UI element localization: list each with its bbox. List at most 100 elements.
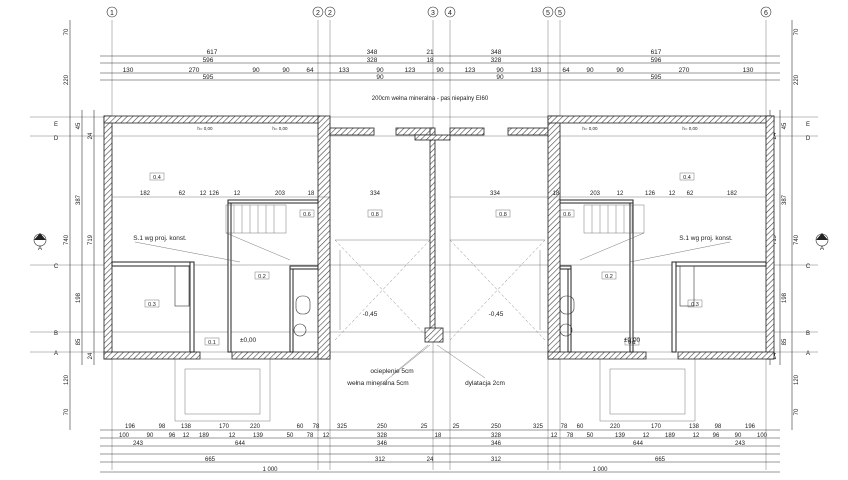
svg-text:100: 100: [119, 433, 130, 439]
axis-label: 6: [764, 10, 768, 17]
svg-text:96: 96: [713, 433, 720, 439]
svg-text:138: 138: [181, 424, 192, 430]
svg-text:A: A: [54, 351, 58, 357]
svg-text:617: 617: [207, 49, 218, 56]
svg-text:90: 90: [376, 67, 384, 74]
svg-text:0.8: 0.8: [371, 212, 379, 218]
svg-text:A: A: [38, 246, 42, 252]
svg-text:24: 24: [88, 132, 94, 139]
svg-text:12: 12: [693, 433, 700, 439]
svg-text:123: 123: [465, 67, 476, 74]
svg-text:644: 644: [235, 441, 246, 447]
annotations: S.1 wg proj. konst. S.1 wg proj. konst. …: [133, 126, 733, 344]
svg-text:12: 12: [643, 433, 650, 439]
svg-text:250: 250: [491, 424, 502, 430]
svg-text:595: 595: [203, 74, 214, 81]
cabinet-icon: [679, 265, 695, 307]
svg-text:196: 196: [125, 424, 136, 430]
axis-label: 5: [558, 10, 562, 17]
svg-text:wełna mineralna 5cm: wełna mineralna 5cm: [346, 380, 408, 387]
svg-text:250: 250: [377, 424, 388, 430]
svg-text:18: 18: [426, 57, 434, 64]
svg-text:60: 60: [577, 424, 584, 430]
dimensions-bottom: 196 98 138 170 220 60 78 325 250 25 25 2…: [100, 424, 780, 473]
svg-text:85: 85: [76, 338, 82, 345]
svg-text:0.4: 0.4: [683, 175, 691, 181]
svg-text:203: 203: [275, 191, 286, 197]
toilet-icon: [559, 295, 575, 315]
axis-label: 5: [546, 10, 550, 17]
svg-text:130: 130: [743, 67, 754, 74]
svg-text:90: 90: [282, 67, 290, 74]
svg-text:387: 387: [782, 194, 788, 205]
svg-text:0.6: 0.6: [563, 212, 571, 218]
svg-text:0.1: 0.1: [628, 340, 636, 346]
svg-text:90: 90: [252, 67, 260, 74]
svg-text:B: B: [806, 331, 810, 337]
svg-text:312: 312: [375, 457, 386, 463]
svg-text:665: 665: [205, 457, 216, 463]
svg-text:24: 24: [772, 132, 778, 139]
garage-floor-lines: [334, 239, 546, 341]
svg-text:0.8: 0.8: [499, 212, 507, 218]
svg-text:90: 90: [735, 433, 742, 439]
svg-text:70: 70: [794, 28, 800, 35]
dimensions-right: 70 220 45 24 387 740 719 198 85 24 120 7…: [769, 20, 800, 430]
svg-text:346: 346: [377, 441, 388, 447]
svg-text:133: 133: [531, 67, 542, 74]
svg-text:24: 24: [88, 352, 94, 359]
room-tags: 0.4 0.3 0.1 0.2 0.6 0.8 0.8 0.6 0.4 0.3 …: [144, 172, 703, 346]
svg-text:719: 719: [88, 234, 94, 245]
svg-text:D: D: [54, 136, 59, 142]
svg-text:-0,45: -0,45: [363, 311, 378, 318]
svg-text:120: 120: [794, 374, 800, 385]
construction-lines: [30, 20, 818, 470]
interior-dimensions: 182 62 12 126 12 203 18 334 334 18 203 1…: [112, 191, 766, 198]
svg-text:644: 644: [633, 441, 644, 447]
svg-text:C: C: [806, 264, 811, 270]
svg-text:220: 220: [64, 74, 70, 85]
svg-text:90: 90: [496, 67, 504, 74]
svg-text:220: 220: [250, 424, 261, 430]
entrance-porches: [174, 358, 696, 422]
svg-text:312: 312: [491, 457, 502, 463]
svg-text:325: 325: [337, 424, 348, 430]
svg-text:90: 90: [586, 67, 594, 74]
svg-text:60: 60: [297, 424, 304, 430]
svg-text:90: 90: [496, 74, 504, 81]
svg-text:200cm wełna mineralna - pas ni: 200cm wełna mineralna - pas niepalny EI6…: [372, 96, 489, 102]
svg-text:D: D: [806, 136, 811, 142]
svg-text:h= 0,00: h= 0,00: [682, 126, 698, 131]
sink-icon: [559, 323, 573, 337]
svg-text:12: 12: [551, 433, 558, 439]
svg-text:78: 78: [567, 433, 574, 439]
svg-text:S.1 wg proj. konst.: S.1 wg proj. konst.: [679, 235, 733, 242]
svg-text:h= 0,00: h= 0,00: [582, 126, 598, 131]
walls: [103, 115, 775, 360]
staircase-right: [579, 204, 645, 261]
svg-text:120: 120: [64, 374, 70, 385]
svg-text:18: 18: [435, 433, 442, 439]
svg-text:243: 243: [133, 441, 144, 447]
svg-text:78: 78: [313, 424, 320, 430]
toilet-icon: [295, 295, 311, 315]
svg-text:78: 78: [561, 424, 568, 430]
svg-text:50: 50: [587, 433, 594, 439]
axis-label: 3: [431, 10, 435, 17]
svg-text:100: 100: [757, 433, 768, 439]
sink-icon: [293, 323, 307, 337]
svg-text:270: 270: [189, 67, 200, 74]
axis-markers-top: 1 2 2 3 4 5 5 6: [106, 6, 772, 18]
svg-text:12: 12: [229, 433, 236, 439]
svg-text:ocieplenie 5cm: ocieplenie 5cm: [370, 368, 413, 375]
dimensions-top: 617 348 21 348 617 596 328 18 328 596 13…: [100, 49, 780, 81]
svg-text:45: 45: [76, 122, 82, 129]
svg-text:0.3: 0.3: [148, 302, 156, 308]
svg-text:170: 170: [219, 424, 230, 430]
svg-text:98: 98: [159, 424, 166, 430]
svg-text:90: 90: [376, 74, 384, 81]
staircase-left: [225, 204, 291, 261]
svg-text:243: 243: [735, 441, 746, 447]
svg-text:334: 334: [370, 191, 381, 197]
